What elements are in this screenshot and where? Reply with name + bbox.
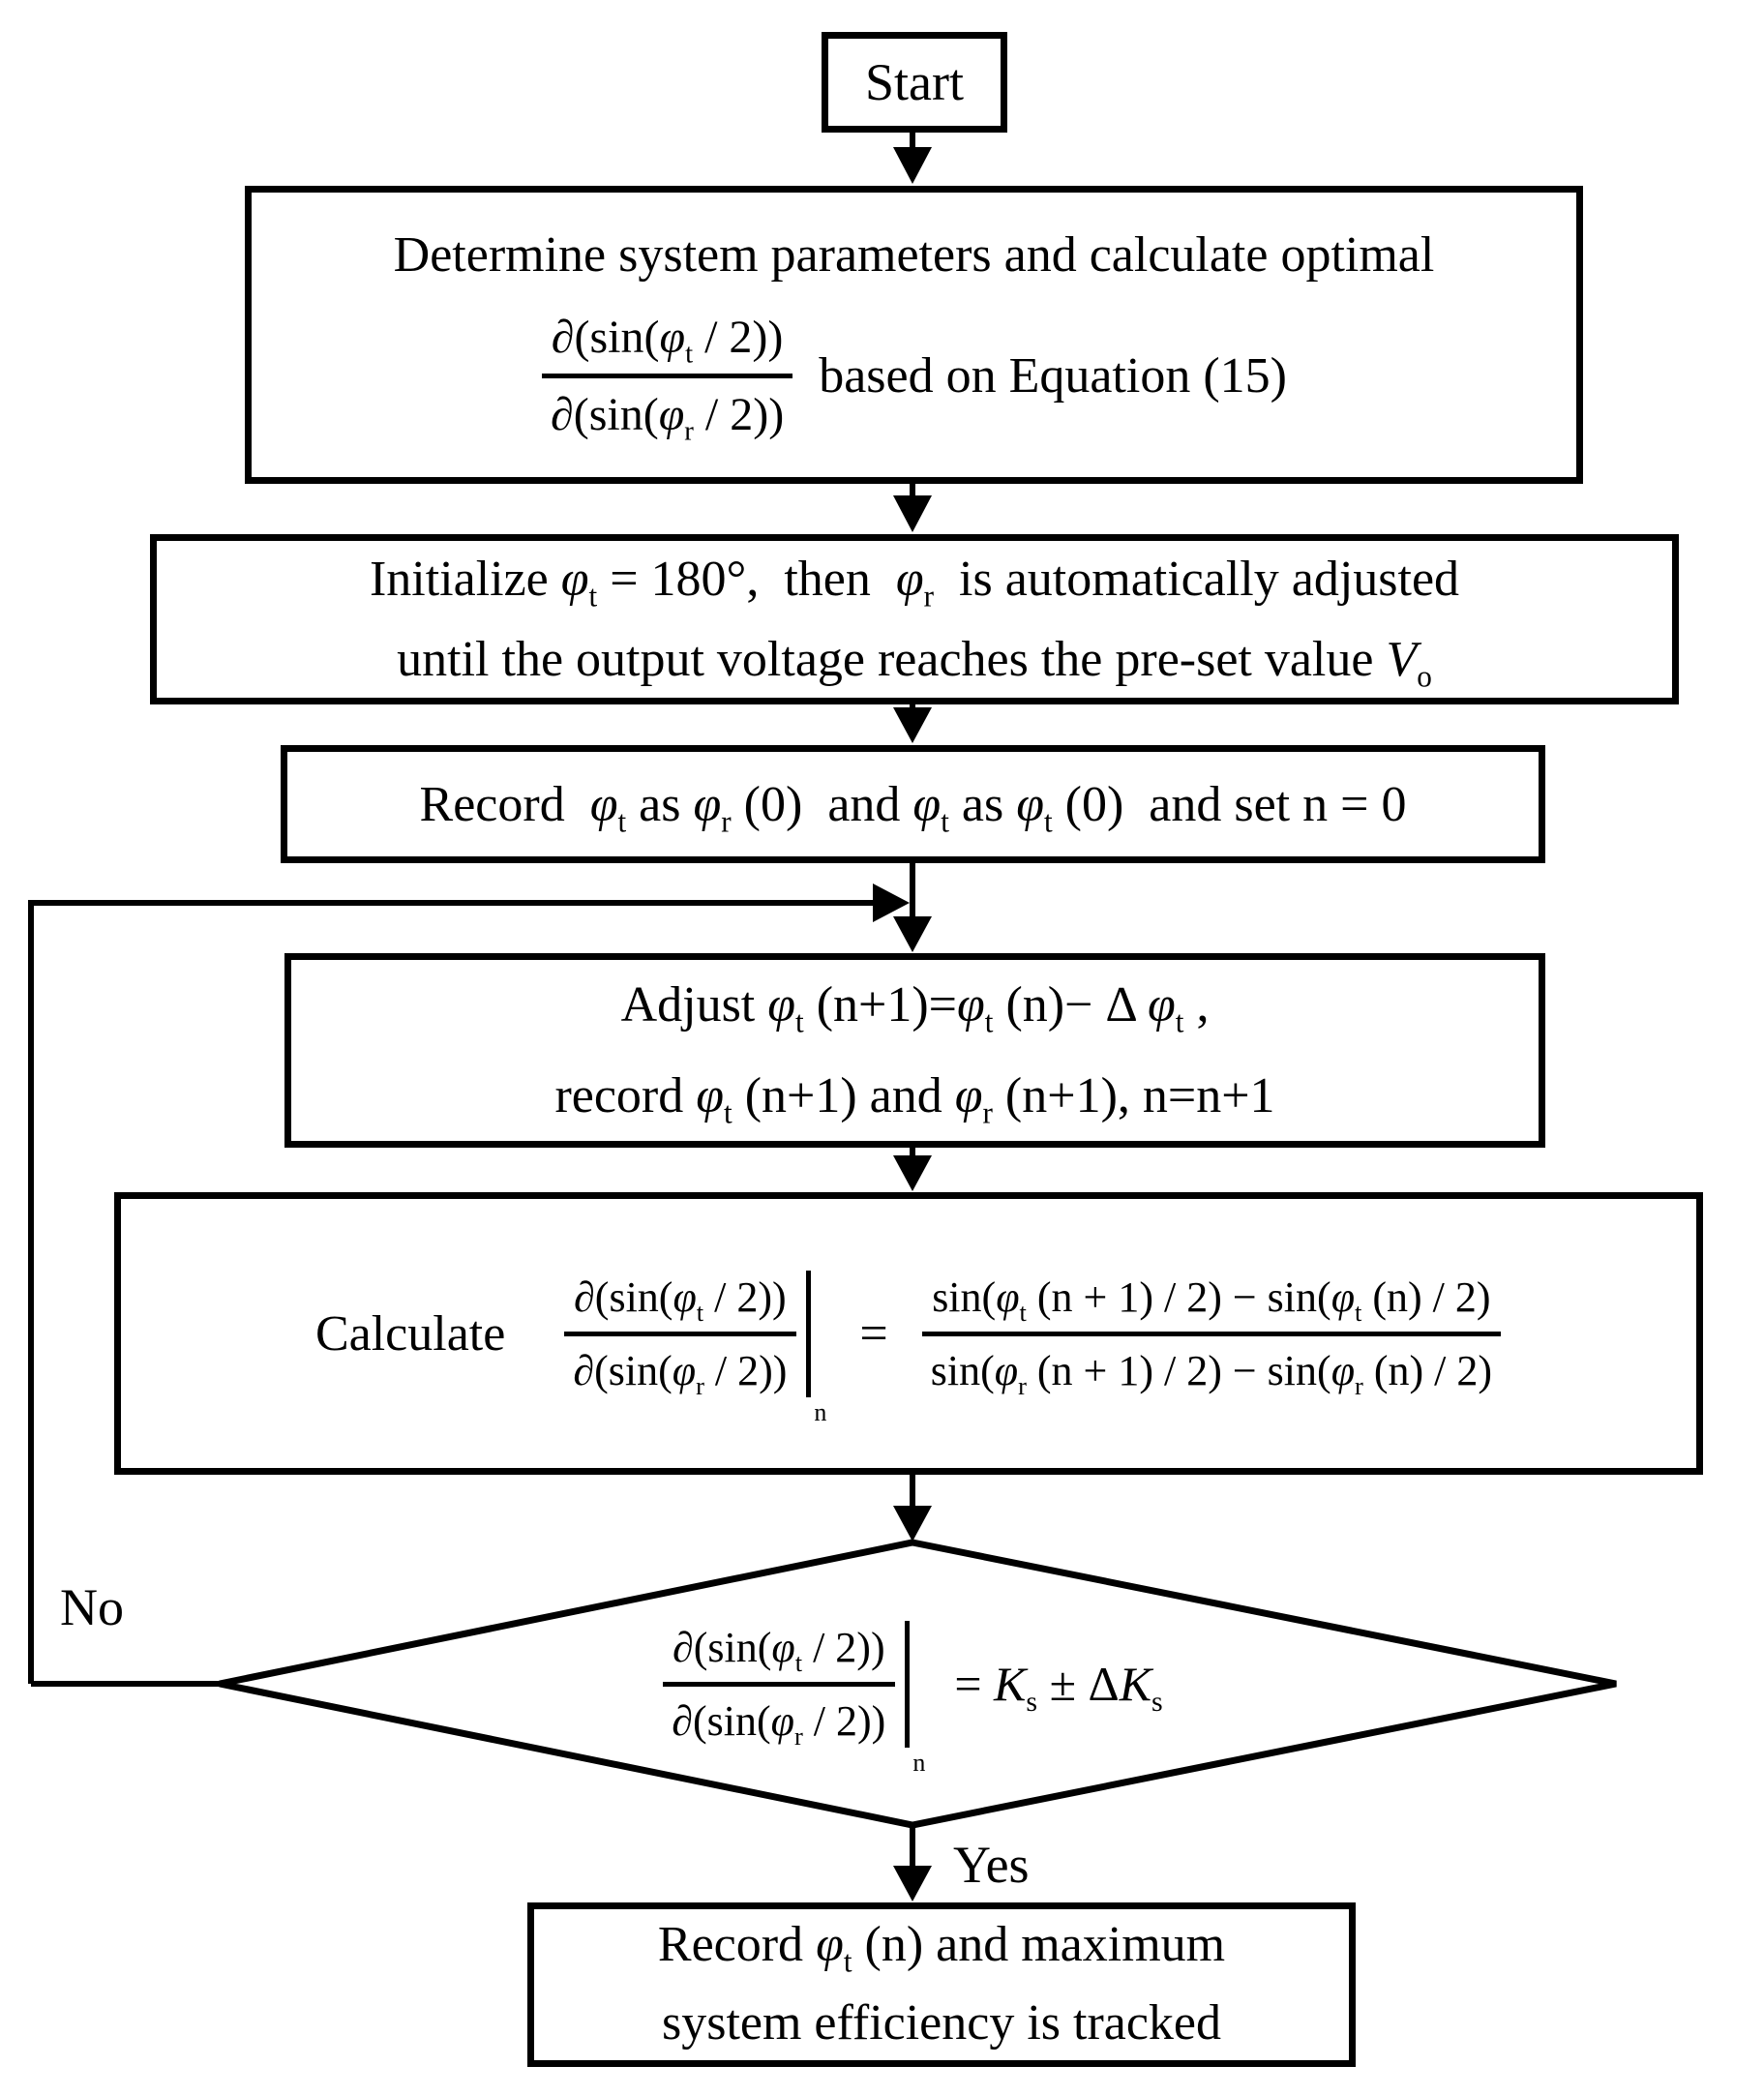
decision-diamond-shape bbox=[219, 1539, 1617, 1829]
phi-symbol: φ bbox=[954, 1067, 983, 1123]
phi-symbol: φ bbox=[673, 1273, 697, 1321]
arrowhead bbox=[893, 147, 932, 184]
derivative-evaluated: ∂(sin(φt / 2)) ∂(sin(φr / 2)) n bbox=[662, 1620, 925, 1775]
arrowhead bbox=[893, 1866, 932, 1901]
arrowhead bbox=[893, 1155, 932, 1191]
result-line1: Record φt (n) and maximum bbox=[657, 1917, 1226, 1979]
derivative-evaluated: ∂(sin(φt / 2)) ∂(sin(φr / 2)) n bbox=[563, 1270, 826, 1424]
eval-bar bbox=[905, 1620, 911, 1748]
phi-symbol: φ bbox=[560, 551, 589, 607]
phi-symbol: φ bbox=[912, 776, 942, 832]
initialize-line2: until the output voltage reaches the pre… bbox=[397, 632, 1432, 694]
phi-symbol: φ bbox=[957, 976, 985, 1033]
calculate-label: Calculate bbox=[314, 1305, 506, 1362]
determine-line1: Determine system parameters and calculat… bbox=[393, 227, 1435, 283]
adjust-box: Adjust φt (n+1)=φt (n)− Δ φt , record φt… bbox=[284, 953, 1545, 1148]
K-symbol: K bbox=[994, 1657, 1027, 1711]
phi-symbol: φ bbox=[696, 1067, 725, 1123]
phi-symbol: φ bbox=[1330, 1273, 1356, 1321]
initialize-line1: Initialize φt = 180°, then φr is automat… bbox=[369, 551, 1460, 614]
calculate-row: Calculate ∂(sin(φt / 2)) ∂(sin(φr / 2)) … bbox=[314, 1270, 1502, 1424]
phi-symbol: φ bbox=[771, 1623, 795, 1671]
yes-label: Yes bbox=[953, 1836, 1030, 1894]
decision-condition: = Ks ± ΔKs bbox=[954, 1657, 1163, 1718]
determine-formula-row: ∂(sin(φt / 2)) ∂(sin(φr / 2)) based on E… bbox=[541, 309, 1287, 445]
record-line: Record φt as φr (0) and φt as φt (0) and… bbox=[419, 776, 1407, 838]
no-label: No bbox=[60, 1578, 124, 1636]
phi-symbol: φ bbox=[659, 312, 686, 363]
phi-symbol: φ bbox=[767, 976, 796, 1033]
phi-symbol: φ bbox=[1330, 1346, 1356, 1394]
phi-symbol: φ bbox=[589, 776, 618, 832]
K-symbol: K bbox=[1119, 1657, 1152, 1711]
start-label: Start bbox=[865, 53, 964, 111]
arrowhead bbox=[893, 495, 932, 532]
phi-symbol: φ bbox=[996, 1273, 1020, 1321]
initialize-box: Initialize φt = 180°, then φr is automat… bbox=[150, 534, 1679, 704]
difference-quotient: sin(φt (n + 1) / 2) − sin(φt (n) / 2) si… bbox=[921, 1271, 1502, 1397]
equals-sign: = bbox=[859, 1305, 888, 1362]
dfrac: ∂(sin(φt / 2)) ∂(sin(φr / 2)) bbox=[662, 1621, 895, 1748]
phi-symbol: φ bbox=[658, 389, 685, 440]
start-node: Start bbox=[822, 32, 1007, 133]
phi-symbol: φ bbox=[693, 776, 722, 832]
eval-bar bbox=[806, 1270, 812, 1397]
phi-symbol: φ bbox=[1147, 976, 1176, 1033]
voltage-symbol: V bbox=[1386, 632, 1418, 687]
phi-symbol: φ bbox=[816, 1917, 844, 1973]
result-box: Record φt (n) and maximum system efficie… bbox=[527, 1902, 1356, 2067]
adjust-line1: Adjust φt (n+1)=φt (n)− Δ φt , bbox=[620, 976, 1210, 1039]
result-line2: system efficiency is tracked bbox=[661, 1995, 1222, 2051]
phi-symbol: φ bbox=[994, 1346, 1019, 1394]
dfrac: ∂(sin(φt / 2)) ∂(sin(φr / 2)) bbox=[541, 309, 793, 445]
arrowhead bbox=[893, 1506, 932, 1542]
determine-box: Determine system parameters and calculat… bbox=[245, 186, 1583, 484]
arrowhead bbox=[893, 916, 932, 952]
phi-symbol: φ bbox=[672, 1346, 697, 1394]
decision-content: ∂(sin(φt / 2)) ∂(sin(φr / 2)) n = Ks ± Δ… bbox=[387, 1558, 1438, 1810]
arrowhead bbox=[893, 707, 932, 743]
calculate-box: Calculate ∂(sin(φt / 2)) ∂(sin(φr / 2)) … bbox=[114, 1192, 1703, 1475]
determine-tail: based on Equation (15) bbox=[819, 348, 1287, 404]
loopback-arrowhead bbox=[873, 883, 910, 922]
phi-symbol: φ bbox=[1016, 776, 1044, 832]
adjust-line2: record φt (n+1) and φr (n+1), n=n+1 bbox=[554, 1067, 1275, 1129]
dfrac: ∂(sin(φt / 2)) ∂(sin(φr / 2)) bbox=[563, 1271, 796, 1397]
record-box: Record φt as φr (0) and φt as φt (0) and… bbox=[281, 745, 1545, 863]
phi-symbol: φ bbox=[770, 1696, 794, 1745]
phi-symbol: φ bbox=[895, 551, 924, 607]
